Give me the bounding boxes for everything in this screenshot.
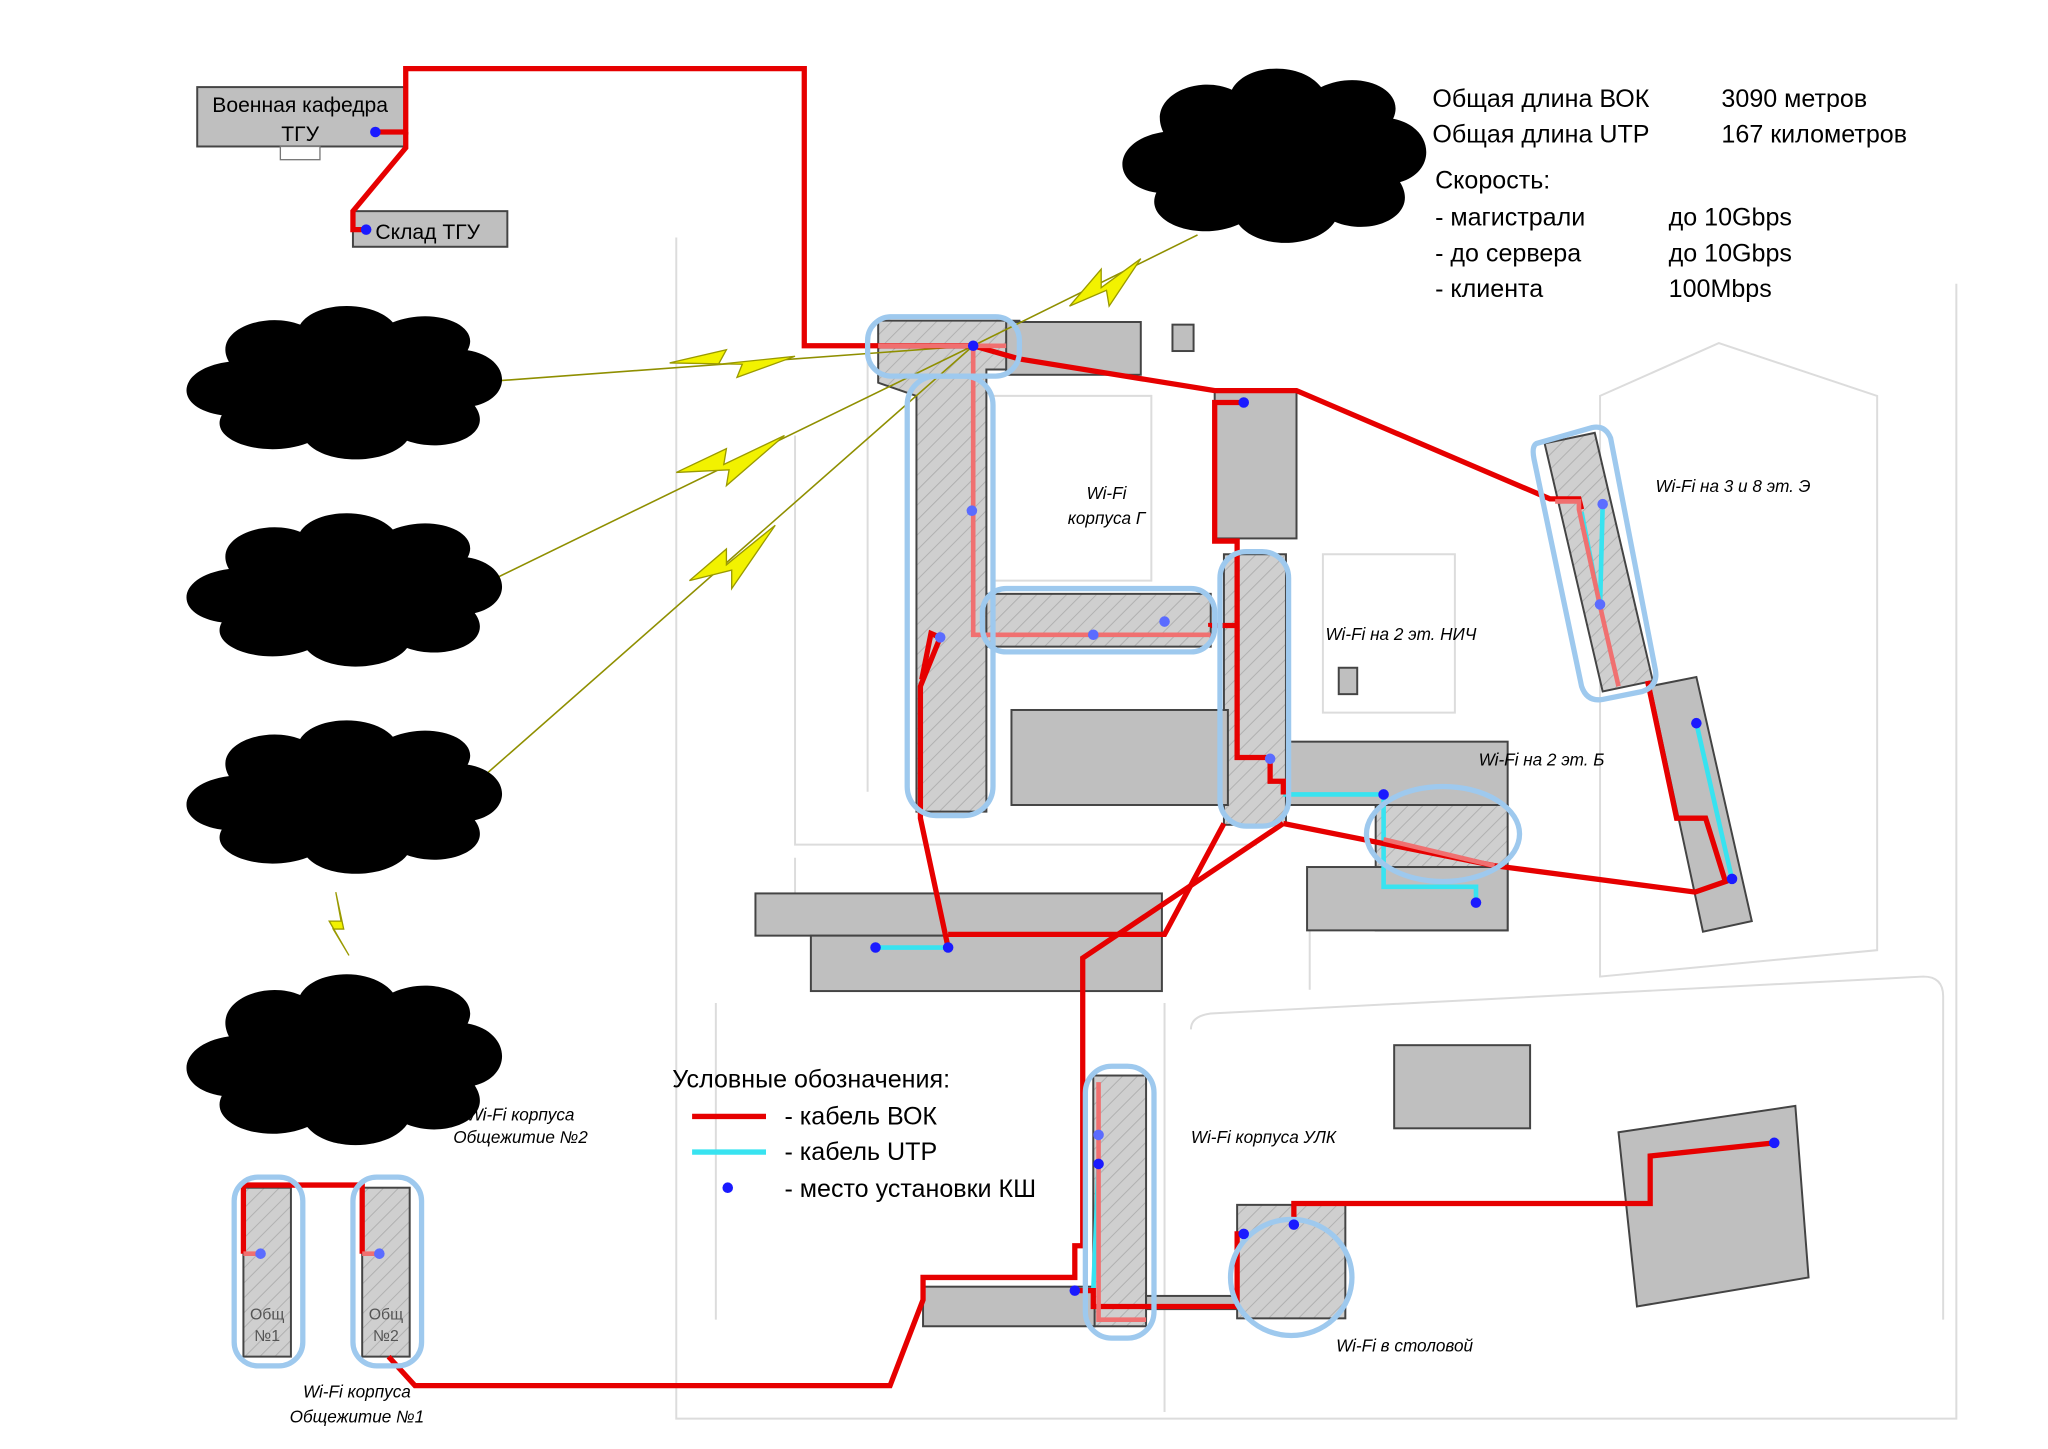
building-nich (1213, 389, 1298, 540)
wifi-zone-nich (1217, 548, 1292, 829)
summary-speed-server-label: - до сервера (1435, 239, 1581, 267)
military-label-line2: ТГУ (281, 123, 319, 146)
building-ulk (1092, 1074, 1148, 1328)
building-e-lower (1649, 675, 1753, 933)
building-ulk-base (922, 1285, 1096, 1328)
building-nich-vertical (1222, 553, 1287, 826)
building-dorm1 (242, 1186, 292, 1358)
building-small-top (1171, 323, 1195, 353)
dorm1-label-line2: №1 (254, 1328, 280, 1345)
radio-links (328, 234, 1198, 956)
wifi-zone-b (1363, 783, 1523, 885)
wifi-zone-e (1530, 424, 1659, 703)
building-dorm2 (361, 1186, 411, 1358)
wifi-zone-g-vertical (904, 373, 996, 819)
summary-speed-backbone-value: до 10Gbps (1669, 204, 1792, 232)
building-small-mid (1337, 666, 1359, 696)
dorm2-label-line1: Общ (369, 1307, 403, 1324)
building-military (196, 86, 406, 148)
bolt-aist (689, 524, 776, 591)
wifi-label-nich: Wi-Fi на 2 эт. НИЧ (1326, 624, 1477, 644)
aist-label: АИСТ (РТ) (269, 788, 397, 818)
frunze-line3: и Королева 13 (245, 1087, 421, 1117)
wifi-zone-dorm1 (231, 1174, 306, 1369)
dorm2-label-line2: №2 (373, 1328, 399, 1345)
dorm1-label-line1: Общ (250, 1307, 284, 1324)
building-long-bottom (809, 934, 1163, 993)
seismo-line1: Сейсмо- (1215, 108, 1318, 138)
summary-speed-client-value: 100Mbps (1669, 275, 1772, 303)
wifi-zones (231, 314, 1659, 1369)
military-label-line1: Военная кафедра (212, 94, 388, 117)
wifi-label-g-line2: корпуса Г (1068, 508, 1147, 528)
summary-speed-server-value: до 10Gbps (1669, 239, 1792, 267)
bolt-megafon (675, 434, 785, 488)
bolt-frunze (328, 891, 350, 956)
seismo-line3: ТГУ (ADSL) (1196, 179, 1337, 209)
wifi-label-dorm1-line2: Общежитие №1 (290, 1407, 424, 1427)
building-long-top (754, 892, 1163, 937)
summary-panel: Общая длина ВОК 3090 метров Общая длина … (1432, 85, 1907, 303)
bolt-seismo (1069, 258, 1142, 308)
summary-utp-value: 167 километров (1721, 121, 1907, 149)
legend-vok-label: - кабель ВОК (784, 1102, 937, 1130)
wifi-label-ulk: Wi-Fi корпуса УЛК (1191, 1127, 1337, 1147)
wifi-label-dorm2-line1: Wi-Fi корпуса (467, 1104, 575, 1124)
wifi-label-e: Wi-Fi на 3 и 8 эт. Э (1655, 476, 1810, 496)
summary-utp-label: Общая длина UTP (1432, 121, 1649, 149)
seismo-line2: лаборатория (1187, 144, 1346, 174)
switch-nodes (255, 126, 1780, 1296)
megafon-label: Мегафон (277, 579, 389, 609)
building-g-arm (985, 592, 1212, 648)
site-outlines (675, 237, 1958, 1420)
building-center (1010, 708, 1229, 806)
summary-speed-client-label: - клиента (1435, 275, 1543, 303)
legend-node-swatch (722, 1182, 734, 1193)
wifi-label-dorm1-line1: Wi-Fi корпуса (303, 1382, 411, 1402)
warehouse-label: Склад ТГУ (375, 221, 480, 244)
building-g-vertical (877, 319, 1021, 813)
wifi-label-dorm2-line2: Общежитие №2 (453, 1127, 588, 1147)
legend-node-label: - место установки КШ (784, 1175, 1036, 1203)
building-square (1393, 1044, 1532, 1130)
legend-title: Условные обозначения: (672, 1065, 950, 1093)
wifi-labels: Wi-Fi корпуса Г Wi-Fi на 3 и 8 эт. Э Wi-… (290, 476, 1811, 1426)
legend: Условные обозначения: - кабель ВОК - каб… (672, 1065, 1036, 1203)
campus-buildings: Общ №1 Общ №2 Военная кафедра ТГУ Склад … (196, 86, 1810, 1358)
wifi-zone-ulk (1082, 1063, 1157, 1341)
wifi-zone-canteen (1227, 1216, 1355, 1339)
summary-speed-backbone-label: - магистрали (1435, 204, 1585, 232)
wifi-label-g-line1: Wi-Fi (1087, 483, 1128, 503)
rostelecom-label: Ростелеком (261, 373, 406, 403)
building-large-rotated (1617, 1104, 1810, 1308)
summary-vok-label: Общая длина ВОК (1432, 85, 1649, 113)
wifi-zone-g-arm (979, 585, 1218, 655)
wifi-zone-dorm2 (350, 1174, 425, 1369)
bolt-rostelecom (669, 348, 796, 379)
wifi-label-b: Wi-Fi на 2 эт. Б (1479, 749, 1605, 769)
frunze-line2: на ул. Фрунзе 2г (233, 1052, 432, 1082)
summary-vok-value: 3090 метров (1721, 85, 1867, 113)
building-military-annex (279, 145, 321, 161)
frunze-line1: Корпус ТГУ (263, 1016, 403, 1046)
summary-speed-title: Скорость: (1435, 167, 1550, 195)
wifi-label-canteen: Wi-Fi в столовой (1336, 1335, 1473, 1355)
legend-utp-label: - кабель UTP (784, 1138, 937, 1166)
